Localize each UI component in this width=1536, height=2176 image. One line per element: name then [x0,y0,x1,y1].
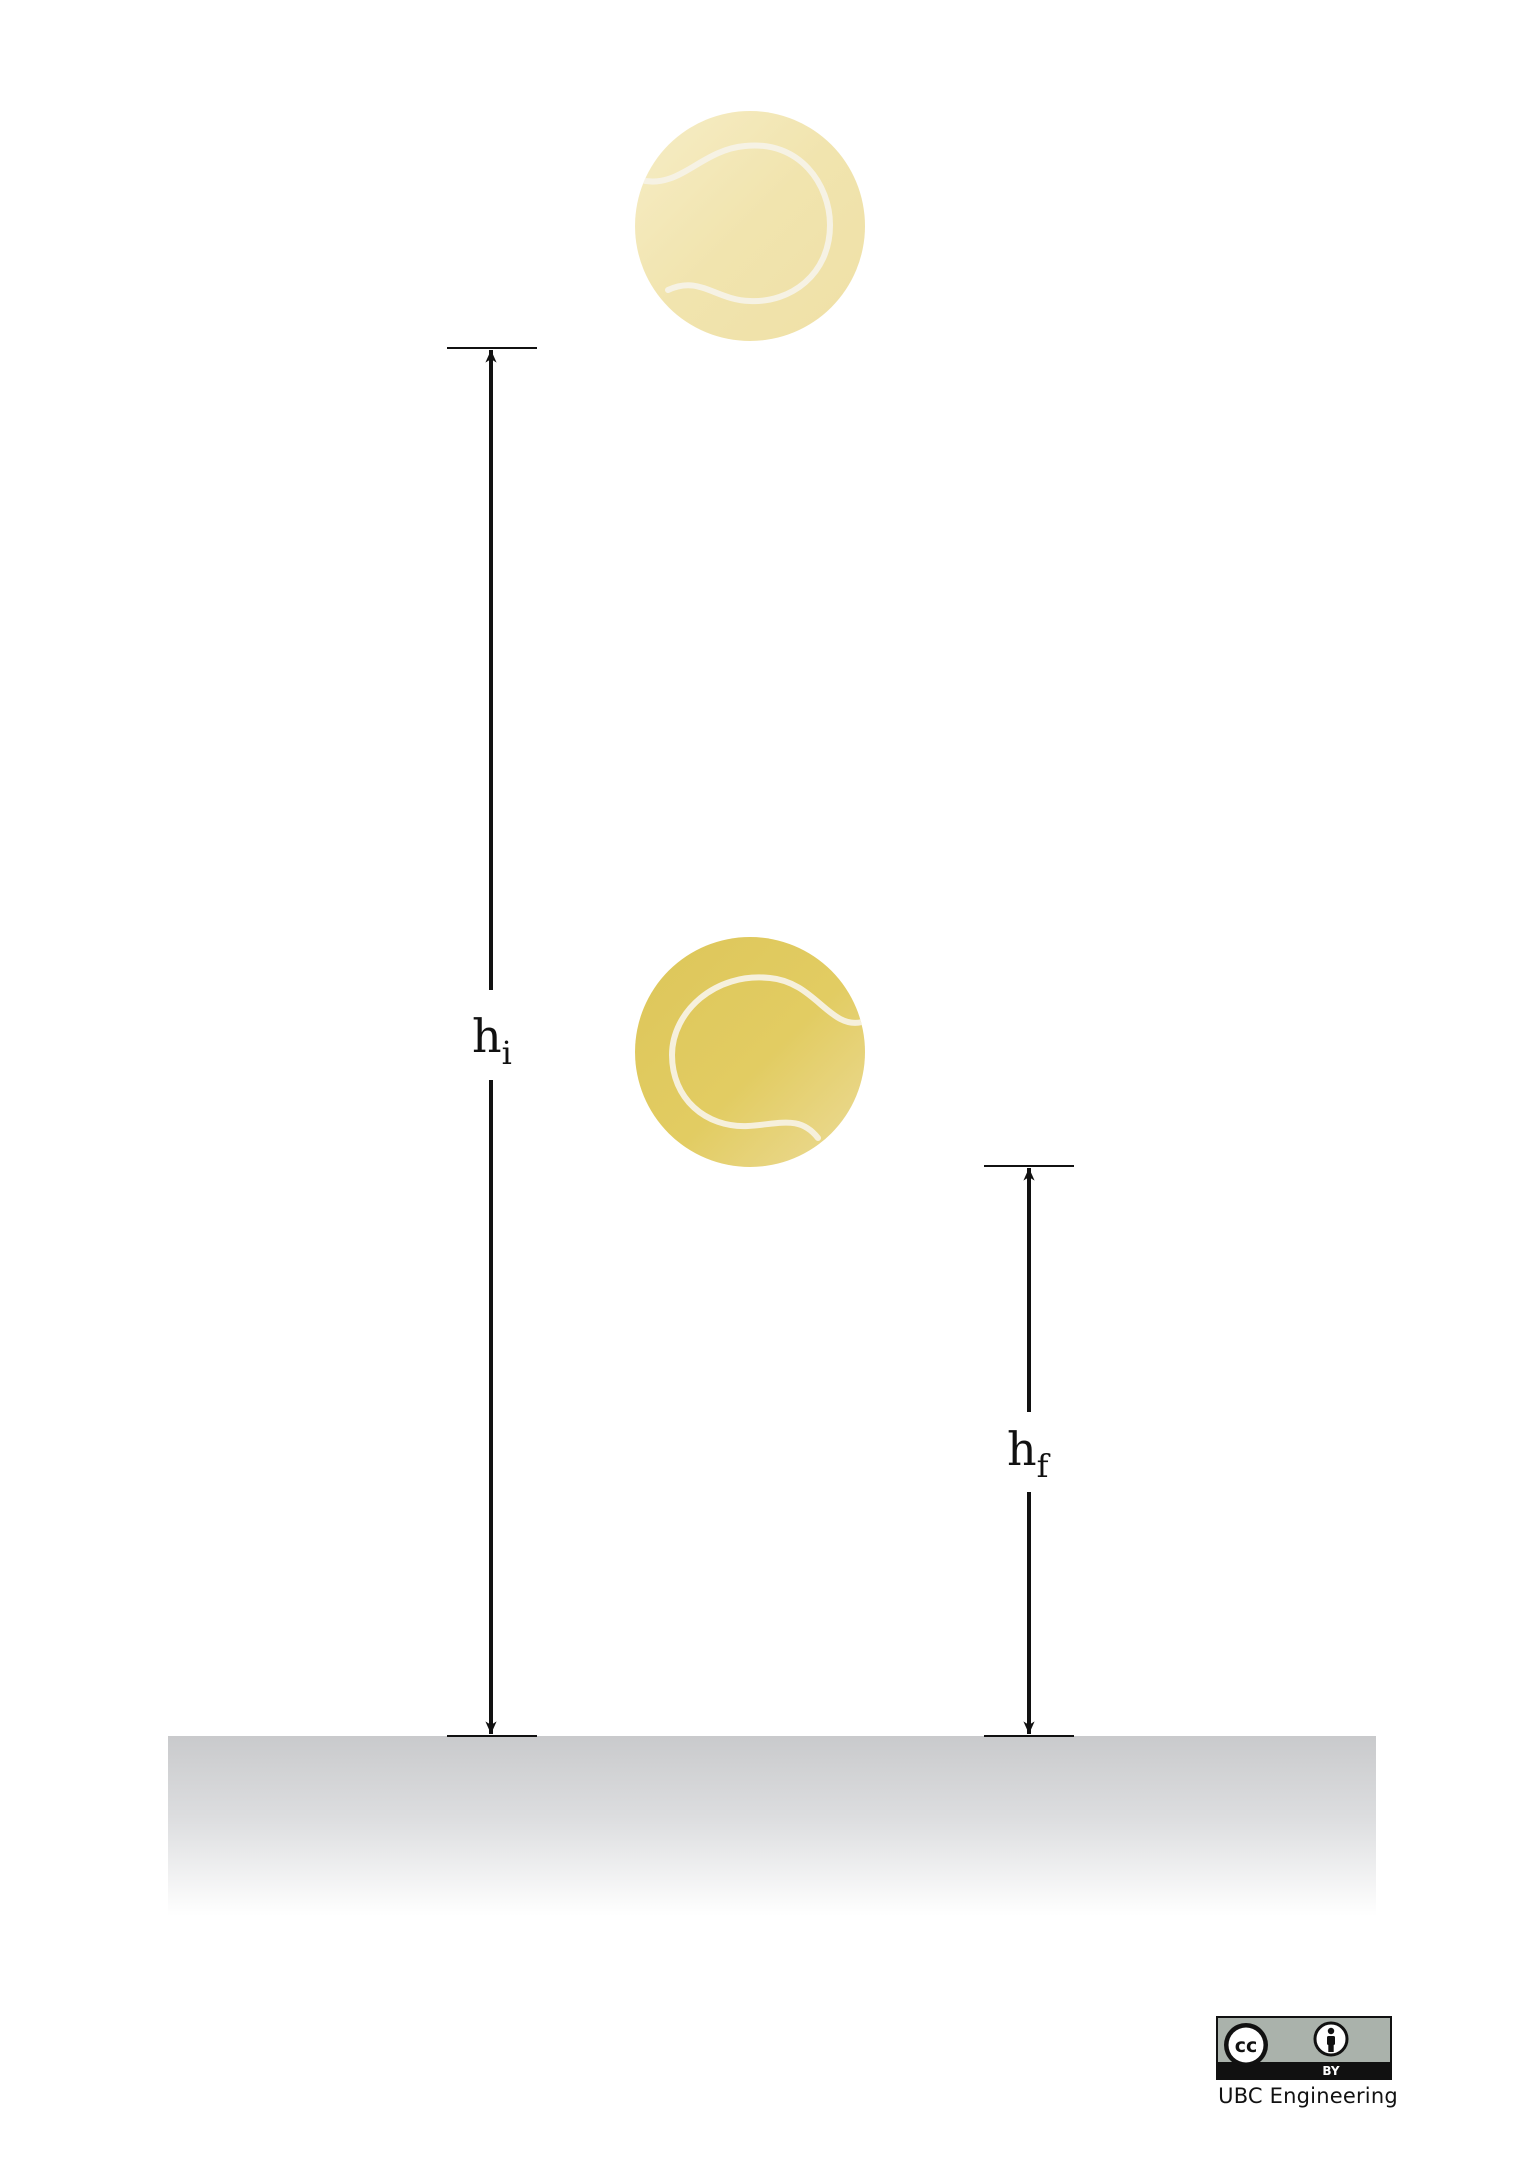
attribution-person-icon [1313,2021,1349,2057]
ball-seam [637,142,834,305]
tennis-ball-initial [635,111,865,341]
initial-height-label: hi [472,1009,512,1072]
svg-text:cc: cc [1235,2035,1258,2057]
final-height-label: hf [1007,1422,1051,1485]
ball-seam [668,974,865,1141]
cc-by-license-badge: cc BY [1216,2016,1392,2080]
final-height-dimension: hf [984,1165,1074,1737]
license-caption: UBC Engineering [1218,2084,1398,2108]
ground-surface [168,1736,1376,1916]
tennis-ball-final [635,937,865,1167]
initial-height-dimension: hi [447,347,537,1737]
badge-by-label: BY [1322,2064,1339,2078]
badge-label-strip [1217,2062,1391,2079]
cc-icon: cc [1224,2023,1268,2067]
